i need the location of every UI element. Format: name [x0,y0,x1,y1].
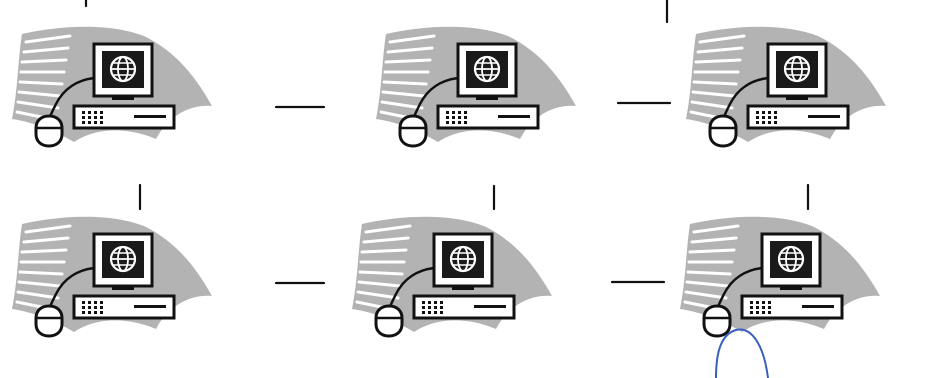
computer-node-6 [680,217,880,336]
annotation-loop [716,329,768,378]
computer-node-1 [12,27,212,146]
computer-node-4 [12,217,212,336]
computer-node-3 [686,27,886,146]
computer-globe-icon [376,27,576,146]
computer-globe-icon [12,27,212,146]
computer-globe-icon [680,217,880,336]
computer-node-5 [352,217,552,336]
computer-node-2 [376,27,576,146]
computer-globe-icon [686,27,886,146]
computer-globe-icon [12,217,212,336]
computer-globe-icon [352,217,552,336]
